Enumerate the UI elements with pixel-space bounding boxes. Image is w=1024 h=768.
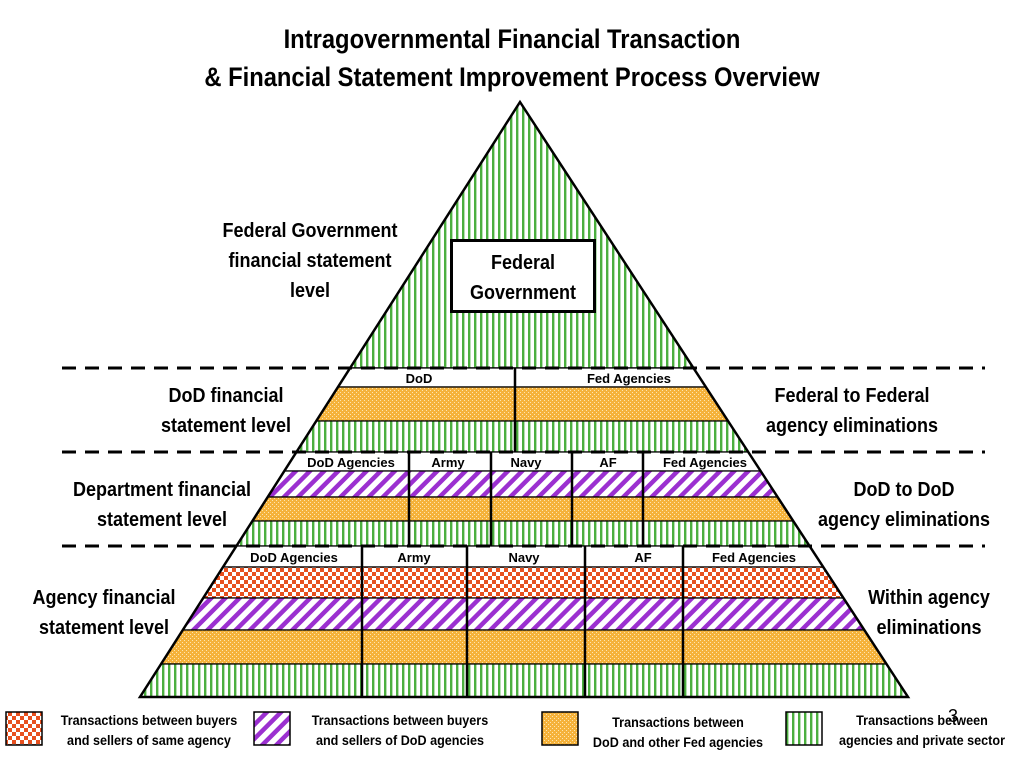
label-federal-level: Federal Government financial statement l…: [200, 216, 420, 306]
label-federal-level-line-1: Federal Government: [222, 220, 398, 242]
agency-tier-label-0: DoD Agencies: [250, 550, 338, 565]
department-diagonal-band: [266, 470, 779, 498]
agency-tier-label-4: Fed Agencies: [712, 550, 796, 565]
legend-item-vertical: Transactions between agencies and privat…: [832, 710, 1012, 750]
pyramid-outline: [137, 99, 911, 699]
department-tier-label-4: Fed Agencies: [663, 455, 747, 470]
dod-tier-label-dod: DoD: [406, 371, 433, 386]
legend-item-diagonal-line-1: Transactions between buyers: [311, 712, 489, 728]
label-federal-level-line-3: level: [289, 280, 331, 302]
department-tier-label-2: Navy: [510, 455, 542, 470]
label-federal-level-line-2: financial statement: [228, 250, 392, 272]
department-orange-band: [251, 496, 795, 522]
department-tier-label-0: DoD Agencies: [307, 455, 395, 470]
title-line-2: & Financial Statement Improvement Proces…: [204, 62, 820, 92]
agency-checker-band: [202, 566, 845, 599]
dod-tier-label-fed-agencies: Fed Agencies: [587, 371, 671, 386]
agency-tier-label-1: Army: [397, 550, 431, 565]
department-tier-label-3: AF: [599, 455, 616, 470]
legend-item-vertical-line-1: Transactions between: [856, 712, 988, 728]
label-dod-to-dod: DoD to DoD agency eliminations: [803, 475, 1005, 535]
label-federal-to-federal: Federal to Federal agency eliminations: [751, 381, 953, 441]
label-dod-level-line-2: statement level: [160, 415, 292, 437]
federal-box-line-1: Federal: [490, 252, 556, 274]
label-department-level-line-2: statement level: [96, 509, 228, 531]
legend-item-checker-line-2: and sellers of same agency: [67, 732, 231, 748]
legend-item-orange-line-2: DoD and other Fed agencies: [592, 734, 764, 750]
dod-vertical-band: [295, 420, 750, 453]
legend-item-diagonal: Transactions between buyers and sellers …: [303, 710, 497, 750]
label-department-level: Department financial statement level: [52, 475, 272, 535]
federal-government-box: Federal Government: [450, 239, 596, 313]
label-federal-to-federal-line-2: agency eliminations: [765, 415, 939, 437]
label-agency-level-line-2: statement level: [38, 617, 170, 639]
agency-orange-band: [159, 629, 888, 665]
label-department-level-line-1: Department financial: [72, 479, 252, 501]
legend-item-vertical-line-2: agencies and private sector: [839, 732, 1005, 748]
label-within-agency-line-1: Within agency: [868, 587, 990, 609]
label-within-agency: Within agency eliminations: [847, 583, 1011, 643]
legend-item-orange-line-1: Transactions between: [612, 714, 744, 730]
label-federal-to-federal-line-1: Federal to Federal: [774, 385, 930, 407]
federal-box-line-2: Government: [469, 282, 577, 304]
label-dod-level: DoD financial statement level: [134, 381, 318, 441]
label-dod-to-dod-line-1: DoD to DoD: [853, 479, 955, 501]
department-vertical-band: [235, 520, 811, 547]
agency-vertical-band: [138, 663, 910, 698]
agency-tier-label-2: Navy: [508, 550, 540, 565]
legend-item-diagonal-line-2: and sellers of DoD agencies: [315, 732, 485, 748]
agency-tier-label-3: AF: [634, 550, 651, 565]
label-dod-to-dod-line-2: agency eliminations: [817, 509, 991, 531]
agency-diagonal-band: [181, 597, 866, 631]
label-within-agency-line-2: eliminations: [876, 617, 982, 639]
legend-item-orange: Transactions between DoD and other Fed a…: [588, 712, 768, 752]
label-agency-level-line-1: Agency financial: [32, 587, 176, 609]
page-number: 3: [948, 706, 959, 726]
department-tier-label-1: Army: [431, 455, 465, 470]
dod-orange-band: [315, 386, 730, 422]
legend-item-checker-line-1: Transactions between buyers: [60, 712, 238, 728]
label-dod-level-line-1: DoD financial: [168, 385, 284, 407]
label-agency-level: Agency financial statement level: [14, 583, 194, 643]
legend-item-checker: Transactions between buyers and sellers …: [55, 710, 244, 750]
title-line-1: Intragovernmental Financial Transaction: [283, 24, 741, 54]
